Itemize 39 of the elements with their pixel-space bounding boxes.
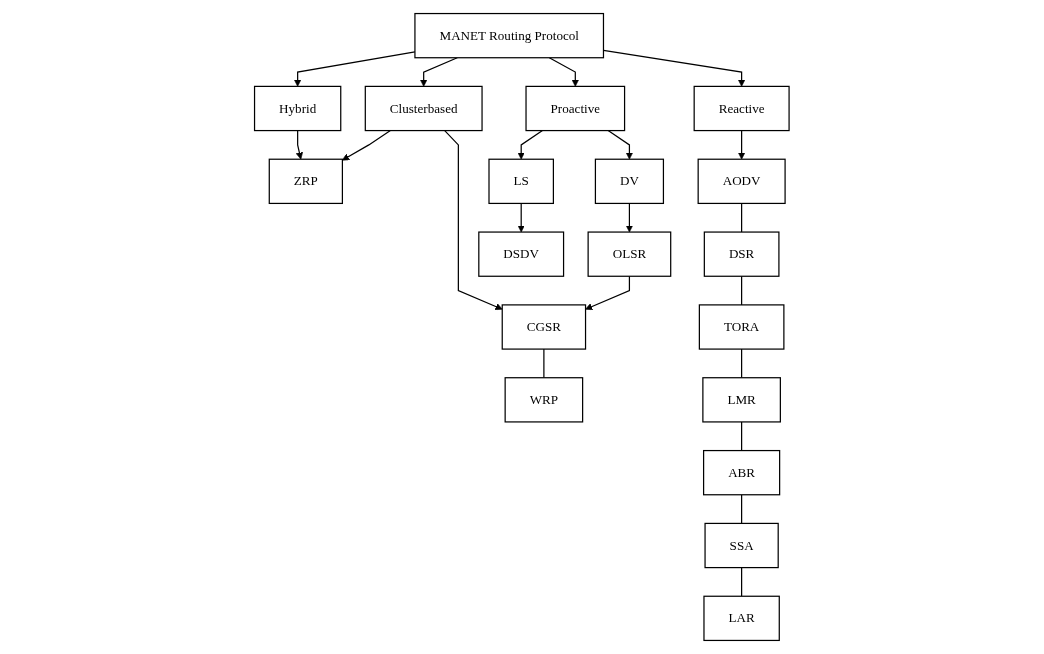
node-box: Reactive — [693, 85, 790, 132]
connector — [741, 494, 743, 525]
node-box: Hybrid — [254, 85, 342, 132]
node-box: DSR — [703, 231, 780, 277]
node-box: LMR — [702, 377, 782, 423]
connector — [741, 567, 743, 597]
node-box: DV — [594, 158, 665, 205]
arrow — [444, 129, 503, 311]
arrow — [738, 129, 746, 160]
arrow — [420, 57, 459, 87]
node-box: LAR — [703, 595, 781, 642]
node-box: Clusterbased — [364, 85, 483, 132]
node-box: AODV — [697, 158, 786, 205]
arrow — [296, 129, 304, 160]
arrow — [342, 129, 392, 161]
node-box: Proactive — [525, 85, 626, 132]
arrow — [517, 129, 544, 160]
node-box: CGSR — [501, 304, 587, 350]
node-box: ZRP — [268, 158, 344, 205]
arrow — [548, 57, 580, 87]
connector — [741, 348, 743, 379]
node-box: DSDV — [478, 231, 565, 277]
arrow — [517, 202, 525, 233]
node-box: TORA — [698, 304, 785, 350]
arrow — [603, 49, 746, 87]
arrow — [585, 275, 631, 311]
node-box: OLSR — [587, 231, 672, 277]
node-box: WRP — [504, 377, 584, 423]
arrow — [294, 51, 416, 87]
arrow — [626, 202, 634, 233]
node-box: MANET Routing Protocol — [414, 12, 605, 59]
connector — [741, 275, 743, 306]
node-box: LS — [488, 158, 555, 205]
node-box: ABR — [703, 449, 781, 496]
connector — [741, 421, 743, 452]
arrow — [607, 129, 634, 160]
connector — [741, 202, 743, 233]
node-box: SSA — [704, 522, 779, 569]
connector — [543, 348, 545, 379]
